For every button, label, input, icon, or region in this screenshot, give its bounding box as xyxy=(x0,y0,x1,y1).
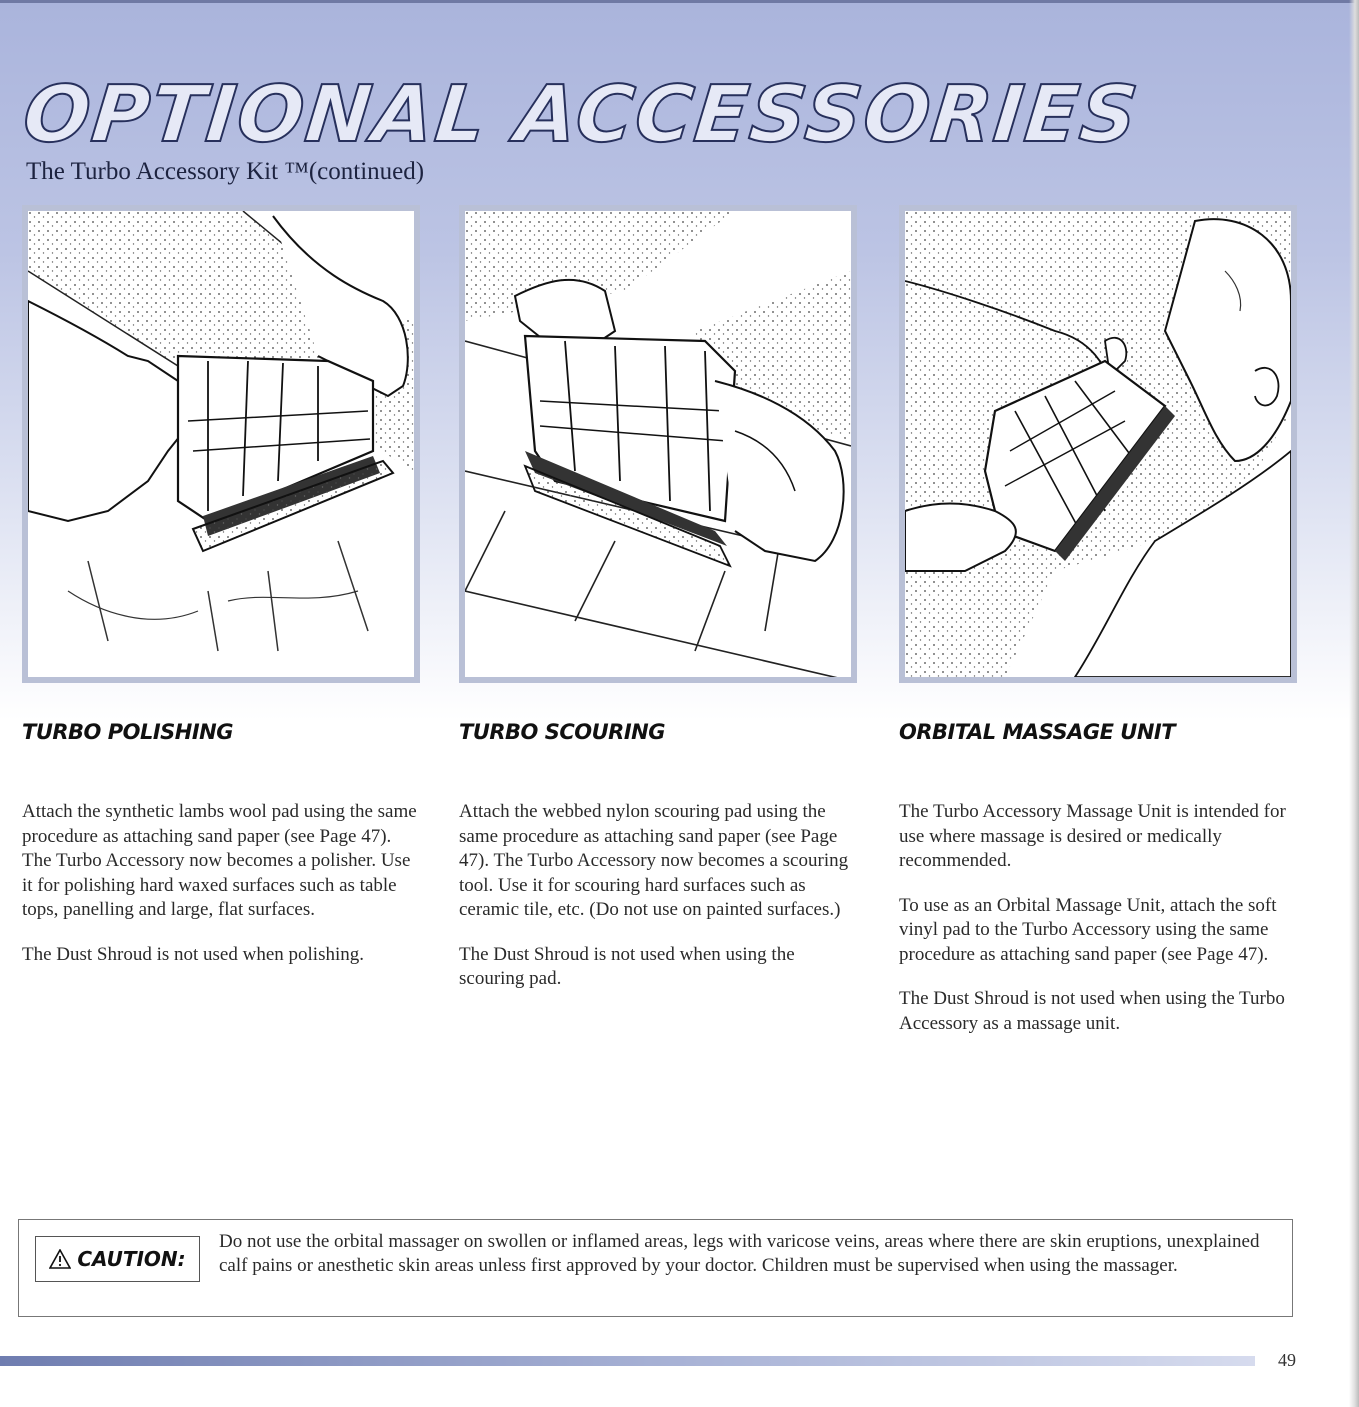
section-heading: TURBO POLISHING xyxy=(22,720,233,744)
warning-triangle-icon xyxy=(49,1249,72,1269)
turbo-polishing-section: TURBO POLISHING Attach the synthetic lam… xyxy=(22,720,422,967)
orbital-massage-illustration xyxy=(899,205,1297,683)
section-heading: TURBO SCOURING xyxy=(459,720,665,744)
page-number: 49 xyxy=(1278,1350,1296,1370)
orbital-massage-section: ORBITAL MASSAGE UNIT The Turbo Accessory… xyxy=(899,720,1294,1036)
caution-label: CAUTION: xyxy=(77,1247,186,1271)
caution-box: CAUTION: Do not use the orbital massager… xyxy=(18,1219,1293,1317)
caution-text: Do not use the orbital massager on swoll… xyxy=(219,1231,1260,1276)
section-paragraph: The Turbo Accessory Massage Unit is inte… xyxy=(899,801,1286,871)
page-title: OPTIONAL ACCESSORIES xyxy=(18,69,1144,161)
turbo-scouring-section: TURBO SCOURING Attach the webbed nylon s… xyxy=(459,720,859,992)
turbo-scouring-illustration xyxy=(459,205,857,683)
section-paragraph: Attach the synthetic lambs wool pad usin… xyxy=(22,801,417,920)
top-rule xyxy=(0,0,1359,3)
section-heading: ORBITAL MASSAGE UNIT xyxy=(899,720,1176,744)
section-paragraph: The Dust Shroud is not used when using t… xyxy=(459,943,795,990)
footer-rule xyxy=(0,1356,1255,1366)
section-paragraph: The Dust Shroud is not used when using t… xyxy=(899,988,1285,1034)
turbo-scouring-drawing xyxy=(465,211,851,677)
section-paragraph: The Dust Shroud is not used when polishi… xyxy=(22,943,364,965)
turbo-polishing-drawing xyxy=(28,211,414,677)
turbo-polishing-illustration xyxy=(22,205,420,683)
page-edge-shadow xyxy=(1349,0,1359,1407)
caution-label-box: CAUTION: xyxy=(35,1236,200,1282)
section-paragraph: Attach the webbed nylon scouring pad usi… xyxy=(459,801,849,920)
section-paragraph: To use as an Orbital Massage Unit, attac… xyxy=(899,894,1277,965)
page-subtitle: The Turbo Accessory Kit ™(continued) xyxy=(26,158,425,185)
orbital-massage-drawing xyxy=(905,211,1291,677)
